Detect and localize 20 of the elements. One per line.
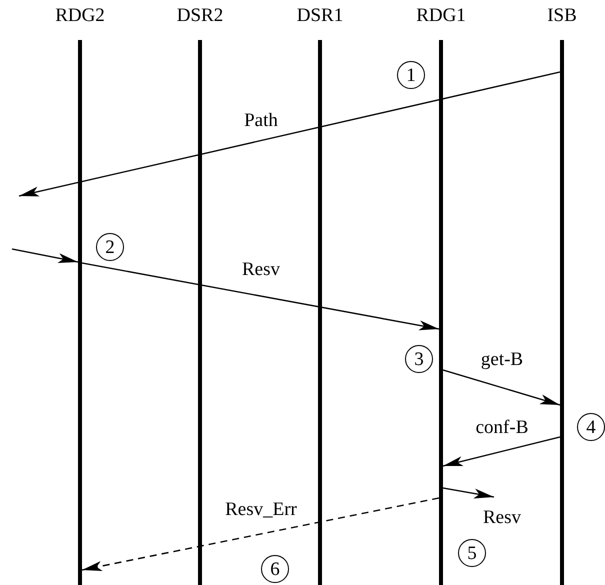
lifeline-label: DSR2 [176,4,224,28]
callout-number: 4 [577,413,605,441]
callout-number: 2 [96,233,124,261]
arrow [82,262,440,330]
callout-number: 6 [261,555,289,583]
lifeline-label: RDG2 [54,4,106,28]
arrow [18,71,560,197]
arrow [82,497,440,571]
lifeline-label: RDG1 [415,4,467,28]
edge-label: Resv_Err [223,500,299,520]
lifeline-label: ISB [546,4,578,28]
edge-label: get-B [478,350,526,370]
arrow [12,248,78,264]
arrow [442,369,560,406]
callout-number: 5 [458,539,486,567]
arrow [442,487,494,498]
lifeline-label: DSR1 [296,4,344,28]
callout-number: 1 [397,61,425,89]
callout-number: 3 [405,345,433,373]
arrow [442,436,560,467]
